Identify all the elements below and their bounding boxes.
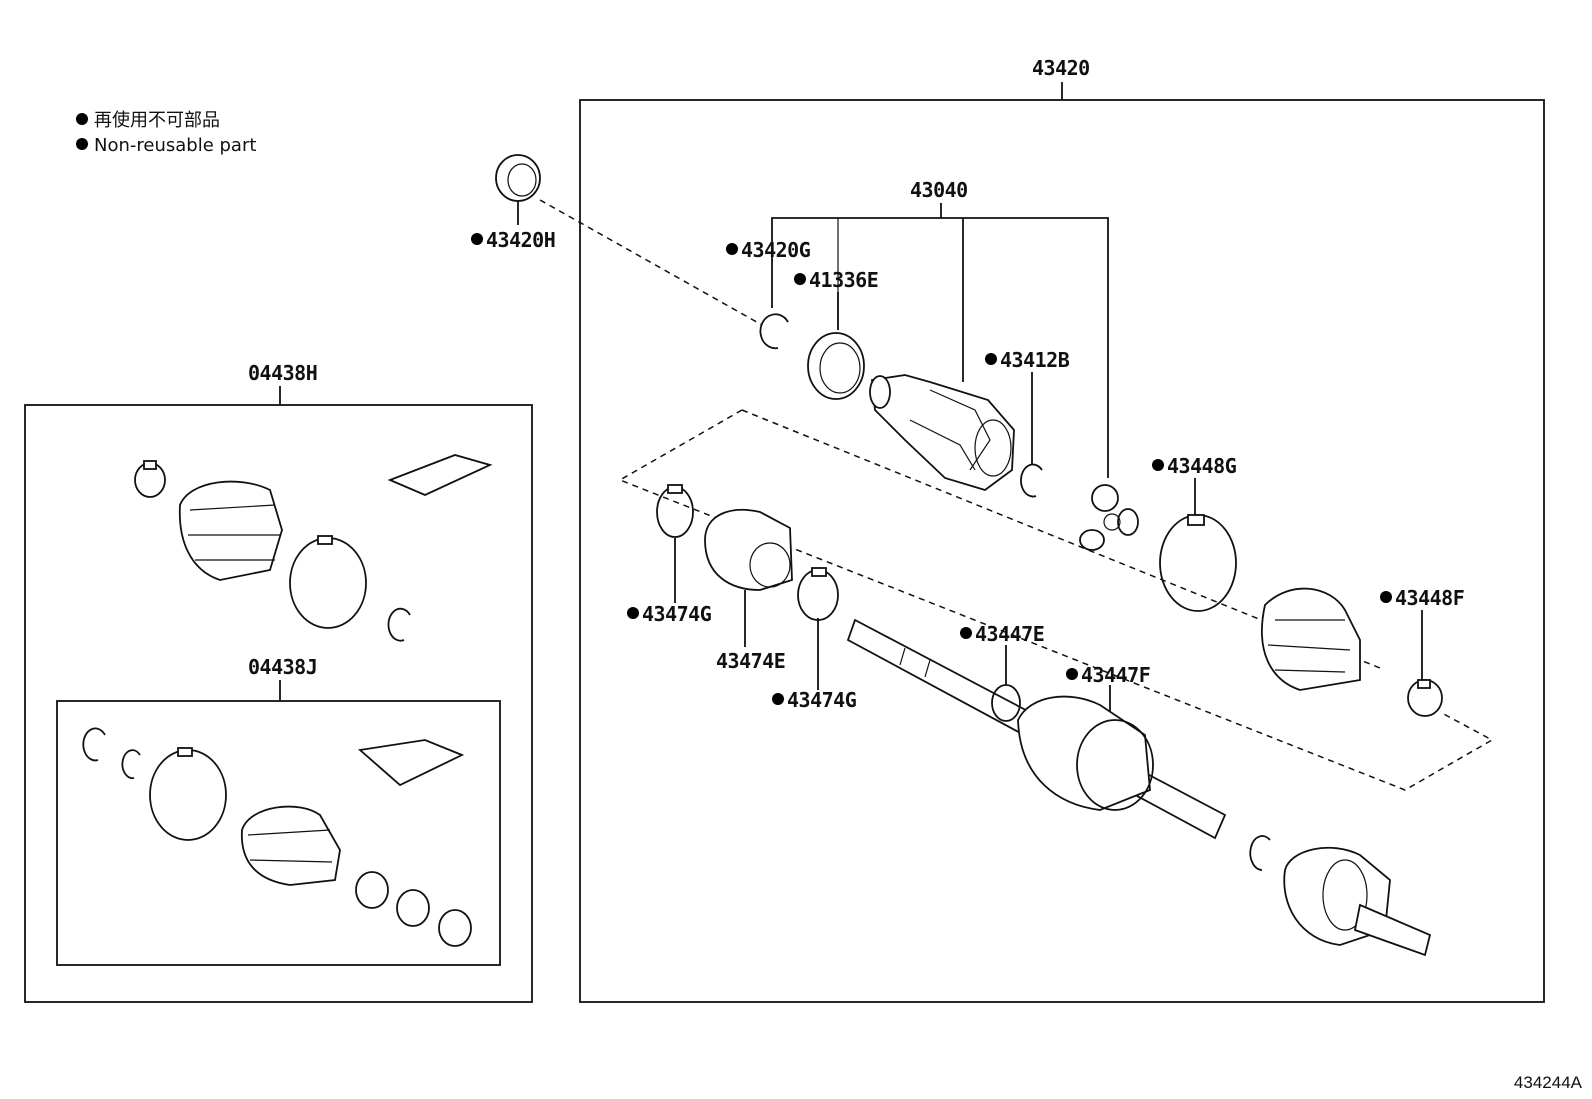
label-43420[interactable]: 43420: [1032, 56, 1090, 80]
non-reusable-dot-icon: [1380, 591, 1392, 603]
legend-english-text: Non-reusable part: [94, 135, 257, 156]
label-43447F[interactable]: 43447F: [1066, 663, 1151, 687]
label-43474E[interactable]: 43474E: [716, 649, 786, 673]
non-reusable-dot-icon: [1066, 668, 1078, 680]
label-43420G[interactable]: 43420G: [726, 238, 811, 262]
label-43040[interactable]: 43040: [910, 178, 968, 202]
non-reusable-dot-icon: [471, 233, 483, 245]
label-43412B[interactable]: 43412B: [985, 348, 1070, 372]
legend-japanese: 再使用不可部品: [76, 112, 220, 130]
non-reusable-dot-icon: [772, 693, 784, 705]
label-43448F[interactable]: 43448F: [1380, 586, 1465, 610]
non-reusable-dot-icon: [794, 273, 806, 285]
label-43448G[interactable]: 43448G: [1152, 454, 1237, 478]
non-reusable-dot-icon: [627, 607, 639, 619]
label-04438J[interactable]: 04438J: [248, 655, 318, 679]
non-reusable-dot-icon: [960, 627, 972, 639]
label-43448F-text: 43448F: [1395, 586, 1465, 610]
non-reusable-dot-icon: [726, 243, 738, 255]
non-reusable-dot-icon: [1152, 459, 1164, 471]
label-43420H-text: 43420H: [486, 228, 556, 252]
non-reusable-dot-icon: [76, 138, 88, 150]
label-43420H[interactable]: 43420H: [471, 228, 556, 252]
label-43474G-top-text: 43474G: [642, 602, 712, 626]
label-41336E-text: 41336E: [809, 268, 879, 292]
kit-04438J-frame: [56, 700, 501, 966]
non-reusable-dot-icon: [76, 113, 88, 125]
label-41336E[interactable]: 41336E: [794, 268, 879, 292]
label-04438H[interactable]: 04438H: [248, 361, 318, 385]
label-43447F-text: 43447F: [1081, 663, 1151, 687]
legend-japanese-text: 再使用不可部品: [94, 110, 220, 131]
label-43474G-top[interactable]: 43474G: [627, 602, 712, 626]
label-43448G-text: 43448G: [1167, 454, 1237, 478]
kit-04438H-frame: [24, 404, 533, 1003]
label-43447E[interactable]: 43447E: [960, 622, 1045, 646]
figure-code: 434244A: [1513, 1073, 1582, 1092]
legend-english: Non-reusable part: [76, 137, 256, 155]
non-reusable-dot-icon: [985, 353, 997, 365]
label-43474G-bottom-text: 43474G: [787, 688, 857, 712]
label-43420G-text: 43420G: [741, 238, 811, 262]
label-43412B-text: 43412B: [1000, 348, 1070, 372]
label-43447E-text: 43447E: [975, 622, 1045, 646]
label-43474G-bottom[interactable]: 43474G: [772, 688, 857, 712]
